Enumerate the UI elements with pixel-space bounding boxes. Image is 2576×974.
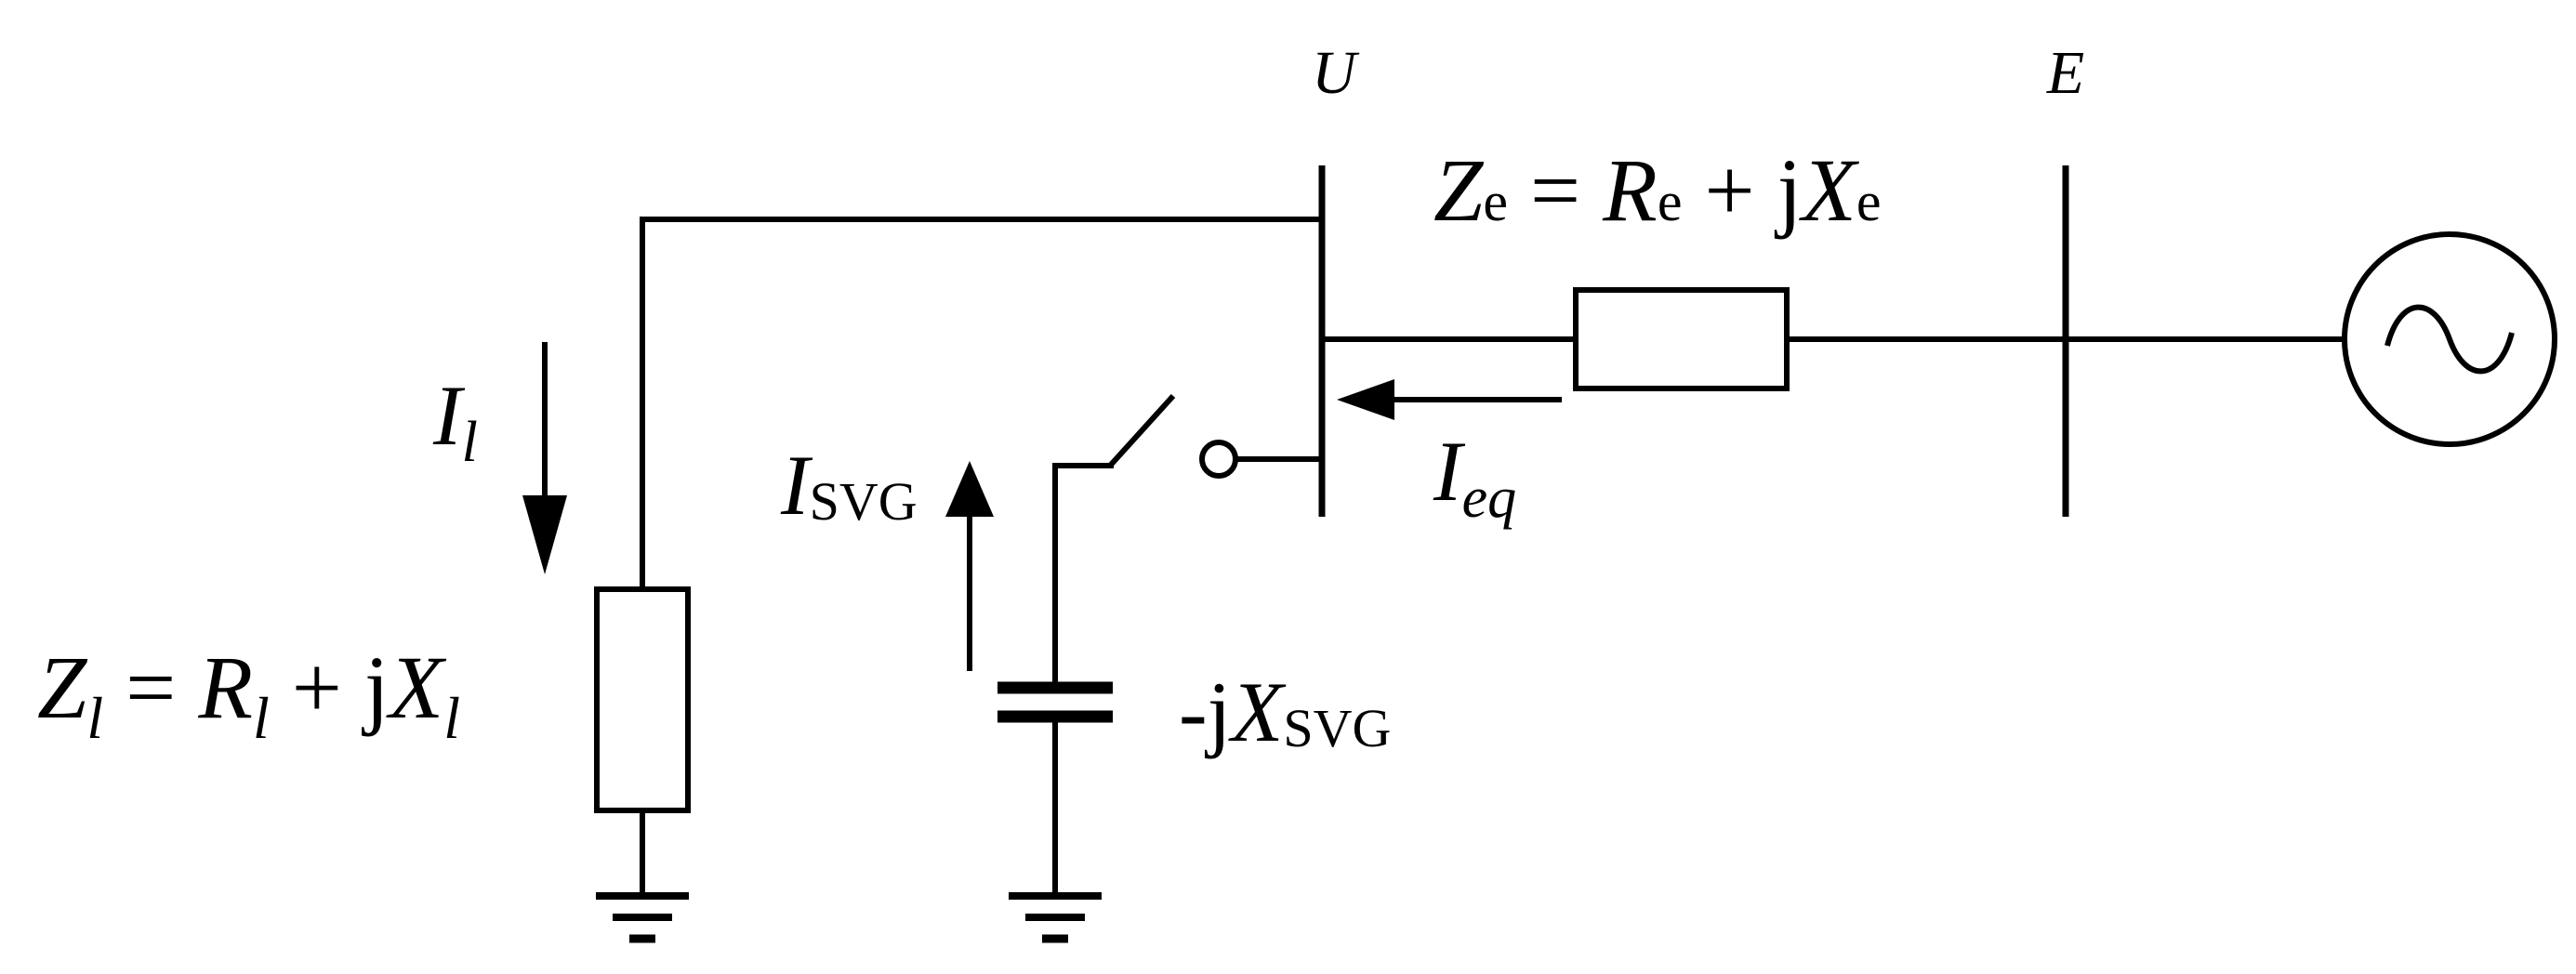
bus-u-label: U [1312,39,1360,107]
isvg-arrow-icon [945,461,994,671]
svg-branch-wire [1052,463,1114,686]
line-impedance-ze [1573,287,1790,391]
ze-label: Ze = Re + jXe [1433,140,1882,240]
sine-wave-icon [2384,304,2515,375]
ieq-arrow-icon [1337,379,1562,420]
isvg-label: ISVG [780,438,918,533]
xsvg-label: -jXSVG [1179,665,1391,759]
il-arrow-icon [522,342,567,574]
switch-blade [1108,393,1176,467]
load-ground-icon [596,892,689,943]
zl-label: Zl = Rl + jXl [37,638,460,751]
load-feeder-wire [640,217,1322,589]
load-impedance-zl [594,586,691,813]
ac-source-icon [2342,231,2557,447]
il-label: Il [432,368,478,474]
ieq-label: Ieq [1433,424,1516,530]
switch-contact-icon [1199,440,1238,479]
svg-ground-icon [1009,892,1102,943]
bus-e-label: E [2046,39,2084,107]
